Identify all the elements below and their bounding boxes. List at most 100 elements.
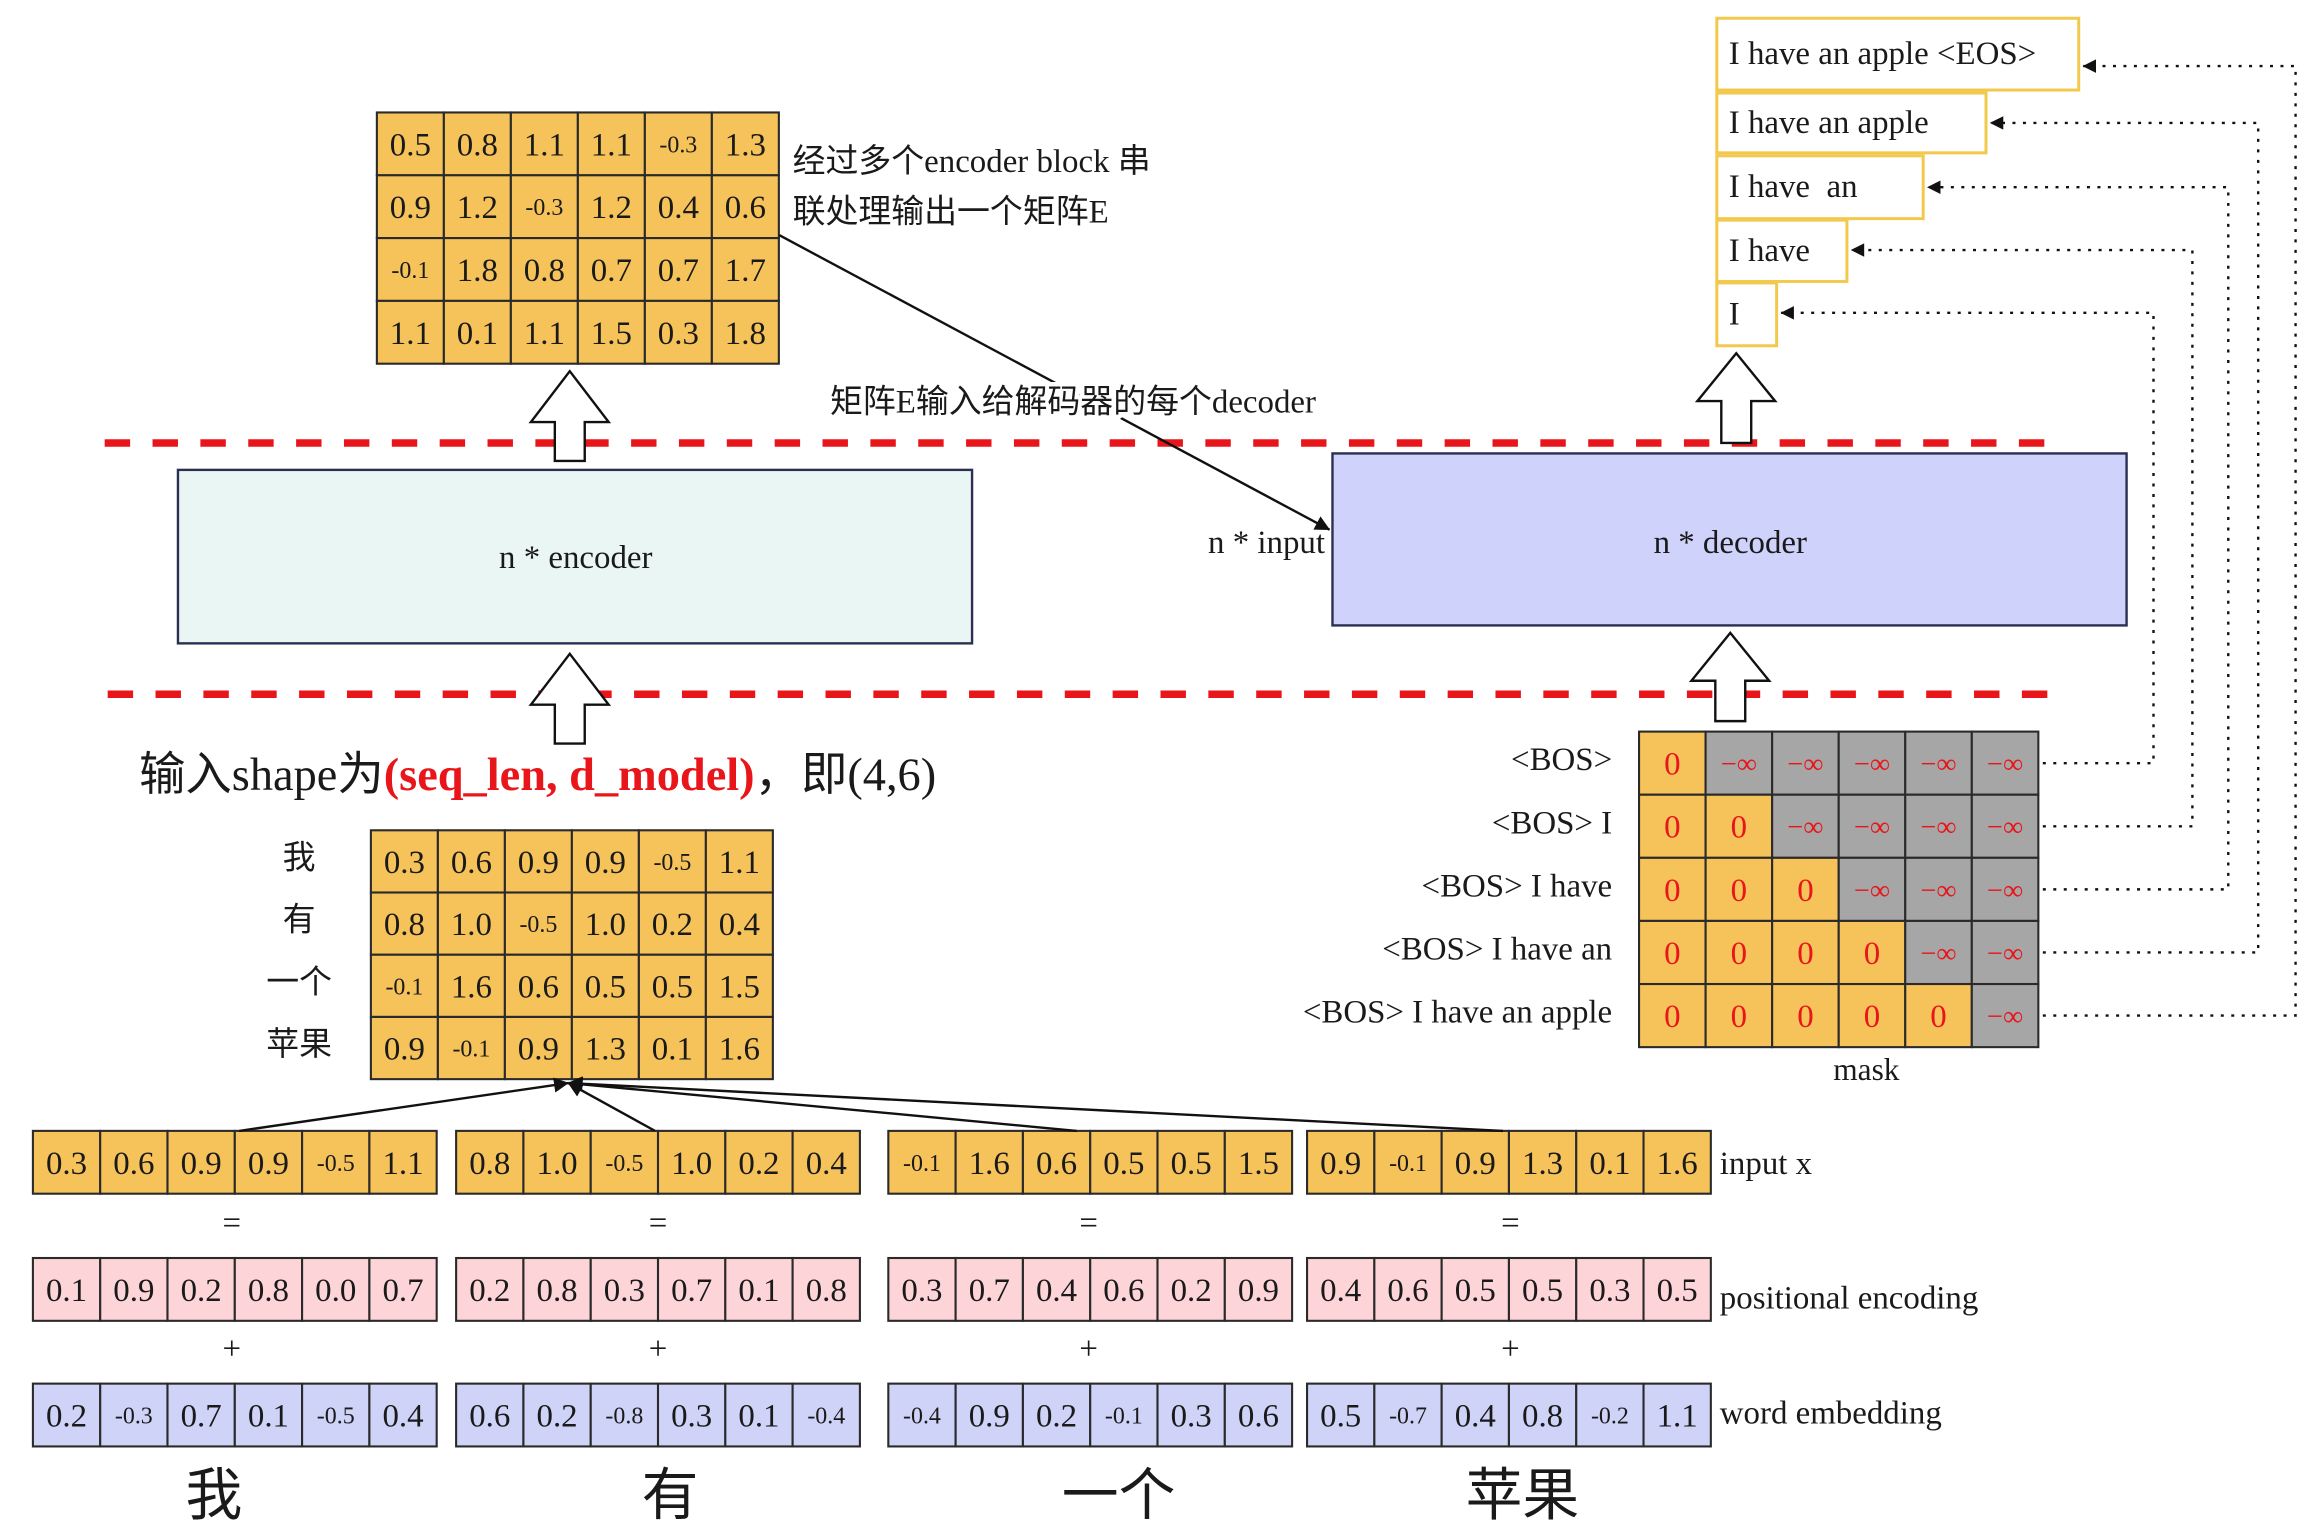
positional-encoding-vector-cell-value: 0.2: [469, 1273, 510, 1309]
encoder-output-matrix-cell-value: 0.4: [658, 190, 699, 226]
input-matrix-cell: [369, 891, 439, 956]
encoder-output-matrix-cell-value: 1.1: [524, 127, 565, 163]
equals-sign: =: [223, 1206, 242, 1242]
word-embedding-vector-cell: [791, 1382, 861, 1448]
mask-matrix-cell-value: −∞: [1987, 812, 2023, 843]
input-matrix-cell: [704, 1015, 774, 1081]
mask-matrix-cell: [1704, 919, 1774, 986]
mask-matrix-cell: [1638, 730, 1707, 796]
encoder-output-matrix-cell-value: 1.2: [591, 190, 632, 226]
input-matrix-row-label: 苹果: [266, 1026, 332, 1063]
word-embedding-vector-cell-value: -0.5: [317, 1404, 355, 1430]
word-embedding-vector-cell-value: -0.1: [1105, 1404, 1143, 1430]
input-matrix-cell-value: -0.5: [519, 912, 557, 938]
input-x-vector-cell: [589, 1129, 660, 1195]
input-x-vector-cell: [1440, 1129, 1510, 1195]
mask-matrix-cell-value: −∞: [1854, 875, 1890, 906]
input-x-vector-cell-value: 0.6: [113, 1146, 154, 1182]
input-matrix-cell: [570, 953, 640, 1018]
mask-matrix-cell-value: 0: [1664, 936, 1680, 972]
mask-row-label: <BOS> I: [1492, 805, 1612, 841]
input-x-vector-cell: [166, 1129, 236, 1195]
input-matrix-cell-value: 0.9: [384, 1032, 425, 1068]
mask-matrix-cell-value: −∞: [1854, 749, 1890, 780]
encoder-output-matrix-cell: [710, 174, 780, 240]
positional-encoding-vector-cell-value: 0.3: [1589, 1273, 1630, 1309]
input-matrix-cell-value: 0.2: [652, 907, 693, 943]
word-embedding-vector-cell: [1440, 1382, 1510, 1448]
decoder-input-label: n * input: [1208, 525, 1325, 561]
word-embedding-vector-cell: [724, 1382, 794, 1448]
input-matrix-cell: [503, 953, 573, 1018]
input-x-vector-cell-value: 1.6: [1657, 1146, 1698, 1182]
mask-matrix-cell-value: 0: [1797, 936, 1813, 972]
mask-row-label: <BOS> I have an apple: [1303, 995, 1612, 1031]
encoder-output-matrix-cell: [442, 237, 512, 302]
encoder-output-matrix-cell-value: 1.1: [390, 316, 431, 352]
plus-sign: +: [649, 1331, 668, 1367]
decoder-output-box: I have: [1715, 218, 1849, 283]
input-x-vector-cell: [99, 1129, 169, 1195]
input-to-encoder-arrow: [528, 651, 612, 745]
encoder-output-matrix-cell-value: 1.2: [457, 190, 498, 226]
mask-matrix-cell: [1970, 856, 2040, 922]
word-embedding-vector-cell: [1223, 1382, 1294, 1448]
word-embedding-vector-cell-value: -0.2: [1591, 1404, 1629, 1430]
mask-matrix-cell-value: 0: [1664, 999, 1680, 1035]
plus-sign: +: [223, 1331, 242, 1367]
encoder-output-matrix-cell: [509, 174, 579, 240]
decoder-output-frame: [1715, 154, 1925, 221]
input-x-vector-cell-value: 0.3: [46, 1146, 87, 1182]
positional-encoding-vector-cell-value: 0.4: [1320, 1273, 1361, 1309]
input-x-vector-cell: [1156, 1129, 1226, 1195]
mask-matrix-cell: [1704, 793, 1774, 859]
encoder-output-matrix-cell-value: 0.7: [591, 253, 632, 289]
positional-encoding-vector-cell-value: 0.8: [537, 1273, 578, 1309]
input-matrix-cell-value: 0.9: [585, 845, 626, 881]
input-matrix-cell-value: 0.5: [652, 969, 693, 1005]
mask-matrix-cell-value: 0: [1664, 873, 1680, 909]
token-word: 苹果: [1466, 1464, 1580, 1526]
decoder-to-outputs-arrow: [1694, 351, 1778, 445]
word-embedding-vector-cell: [368, 1382, 438, 1448]
encoder-output-matrix-cell-value: 0.5: [390, 127, 431, 163]
word-embedding-vector-cell-value: -0.8: [605, 1404, 643, 1430]
input-x-vector-cell-value: 0.1: [1589, 1146, 1630, 1182]
mask-to-output-dotted-arrow: [1927, 180, 2230, 891]
encoder-output-matrix-cell: [442, 299, 512, 365]
word-embedding-vector-cell-value: 0.9: [969, 1399, 1010, 1435]
encoder-output-matrix-cell: [710, 299, 780, 365]
positional-encoding-vector-cell: [1507, 1256, 1578, 1322]
mask-matrix-cell-value: 0: [1731, 999, 1747, 1035]
encoder-output-matrix-cell-value: 0.8: [524, 253, 565, 289]
positional-encoding-vector-cell-value: 0.7: [382, 1273, 423, 1309]
positional-encoding-vector-cell-value: 0.8: [248, 1273, 289, 1309]
mask-to-output-dotted-arrow: [1780, 306, 2155, 765]
encoder-output-matrix-cell: [710, 111, 780, 177]
word-embedding-vector-cell-value: 0.2: [46, 1399, 87, 1435]
positional-encoding-vector-cell: [1223, 1256, 1294, 1322]
input-matrix-cell-value: 1.3: [585, 1032, 626, 1068]
decoder-output-frame: [1715, 281, 1779, 348]
decoder-block: [1331, 452, 2128, 627]
input-matrix-cell: [436, 1015, 506, 1081]
mask-matrix-cell-value: 0: [1864, 999, 1880, 1035]
mask-matrix-cell: [1970, 982, 2040, 1049]
positional-encoding-vector-cell: [1642, 1256, 1712, 1322]
encoder-output-matrix-cell: [375, 299, 445, 365]
mask-matrix-cell-value: 0: [1664, 810, 1680, 846]
mask-matrix-cell: [1704, 856, 1774, 922]
input-x-vector-cell: [368, 1129, 438, 1195]
input-matrix-cell-value: 0.9: [518, 1032, 559, 1068]
positional-encoding-vector-cell-value: 0.2: [181, 1273, 222, 1309]
mask-label: mask: [1833, 1052, 1900, 1087]
mask-matrix-cell-value: 0: [1731, 873, 1747, 909]
word-embedding-vector-cell-value: -0.7: [1389, 1404, 1427, 1430]
positional-encoding-vector-cell: [724, 1256, 794, 1322]
input-matrix-cell: [503, 829, 573, 894]
input-matrix-cell-value: 1.1: [719, 845, 760, 881]
